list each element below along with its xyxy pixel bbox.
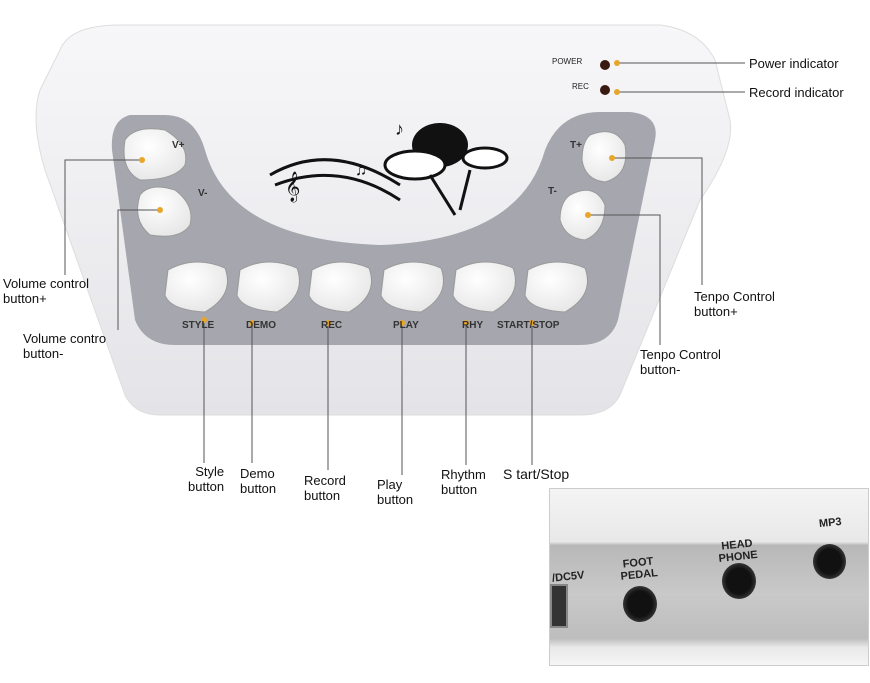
- rec-key-label: REC: [321, 320, 343, 331]
- rec-indicator-label: REC: [572, 82, 589, 91]
- callout-startstop: S tart/Stop: [503, 466, 570, 482]
- v-minus-label: V-: [198, 188, 208, 199]
- callout-power: Power indicator: [749, 56, 839, 71]
- t-plus-label: T+: [570, 140, 582, 151]
- power-label: POWER: [552, 57, 583, 66]
- dc5v-label: /DC5V: [551, 569, 585, 585]
- drum-logo: ♪ ♫ 𝄞: [269, 119, 509, 216]
- rec-led: [600, 85, 610, 95]
- usb-port: [550, 584, 568, 628]
- callout-lines: [64, 62, 745, 475]
- play-key-label: PLAY: [393, 320, 419, 331]
- rhy-key-label: RHY: [462, 320, 484, 331]
- t-minus-label: T-: [548, 186, 557, 197]
- svg-text:𝄞: 𝄞: [285, 171, 300, 203]
- headphone-jack: [722, 563, 756, 599]
- demo-key-label: DEMO: [246, 320, 276, 331]
- button-shapes: [123, 128, 627, 313]
- power-led: [600, 60, 610, 70]
- v-plus-label: V+: [172, 140, 185, 151]
- mp3-jack: [813, 544, 846, 579]
- callout-dots: [139, 60, 620, 326]
- foot-pedal-jack: [623, 586, 657, 622]
- startstop-key-label: START/STOP: [497, 320, 560, 331]
- callout-record-indicator: Record indicator: [749, 85, 844, 100]
- svg-text:♫: ♫: [355, 162, 367, 179]
- style-key-label: STYLE: [182, 320, 215, 331]
- svg-text:♪: ♪: [395, 119, 404, 139]
- mp3-label: MP3: [818, 515, 843, 531]
